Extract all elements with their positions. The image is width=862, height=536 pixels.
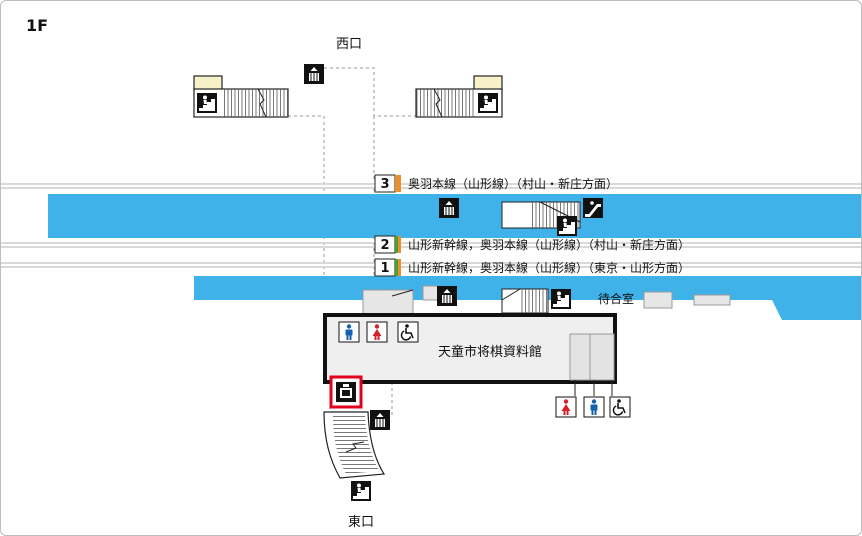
west-stairs-left [193,75,289,118]
east-stairs [323,411,386,479]
track-2-sign: 2 山形新幹線，奥羽本線（山形線）（村山・新庄方面） [374,235,690,254]
wheelchair-icon [397,321,419,343]
waiting-room-label: 待合室 [598,291,634,306]
track-3-sign: 3 奥羽本線（山形線）（村山・新庄方面） [374,174,618,193]
museum-label: 天童市将棋資料館 [438,344,542,360]
concourse-inner [569,333,615,396]
stairs-icon [551,289,571,309]
track-1-sign: 1 山形新幹線，奥羽本線（山形線）（東京・山形方面） [374,258,690,277]
east-exit-label: 東口 [348,514,374,530]
you-are-here-icon [329,375,363,409]
stairs-icon [478,93,498,113]
stairs-icon [197,93,217,113]
floor-label: 1F [26,16,48,35]
track-1-label: 山形新幹線，奥羽本線（山形線）（東京・山形方面） [408,260,690,275]
toilet-male-icon [583,396,605,418]
stairs-icon [557,216,577,236]
elevator-icon [303,63,325,85]
wheelchair-icon [609,396,631,418]
platform-lower-structures [362,285,731,315]
elevator-icon [438,197,460,219]
toilet-male-icon [338,321,360,343]
track-2-number: 2 [380,238,389,253]
track-lines [0,183,862,268]
stairs-icon [351,481,371,501]
track-3-label: 奥羽本線（山形線）（村山・新庄方面） [408,176,618,191]
escalator-icon [583,198,603,218]
toilet-female-icon [366,321,388,343]
toilet-female-icon [555,396,577,418]
elevator-icon [369,409,391,431]
track-3-number: 3 [380,177,389,192]
track-2-label: 山形新幹線，奥羽本線（山形線）（村山・新庄方面） [408,237,690,252]
west-exit-label: 西口 [336,37,362,52]
elevator-icon [436,285,458,307]
track-1-number: 1 [380,261,389,276]
